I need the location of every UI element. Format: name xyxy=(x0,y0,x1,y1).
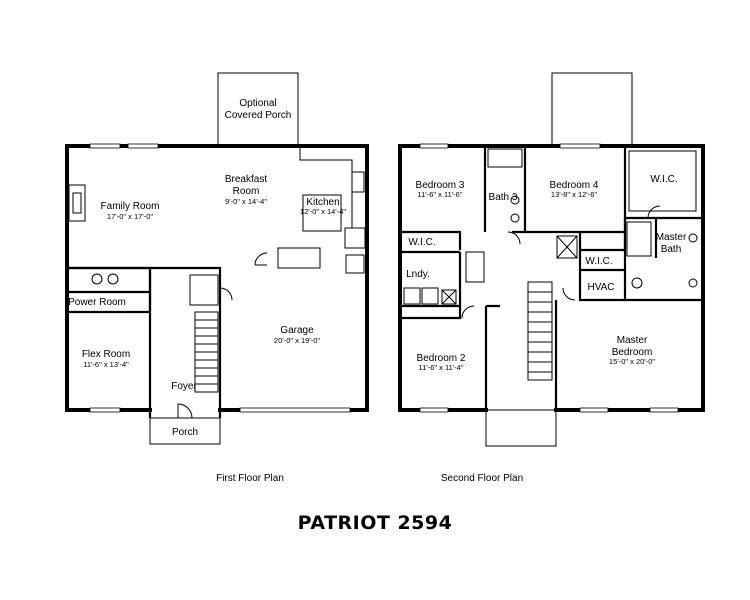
refrigerator xyxy=(344,227,366,249)
breakfast-room-label-2: Room xyxy=(233,186,260,197)
bedroom-3-dim: 11'-6" x 11'-6" xyxy=(417,190,462,199)
kitchen-island xyxy=(302,194,342,232)
linen-closet xyxy=(556,235,578,259)
washer xyxy=(403,287,421,305)
power-room-toilet xyxy=(91,273,103,285)
first-floor-plan xyxy=(65,72,369,445)
door-swing xyxy=(507,231,521,245)
stair-treads xyxy=(195,319,218,385)
second-floor-stair-treads xyxy=(528,291,552,373)
kitchen-dim: 12'-0" x 14'-4" xyxy=(300,207,346,216)
bedroom-3-walls xyxy=(400,146,487,250)
bedroom-2-walls xyxy=(400,306,488,410)
master-bath-sink xyxy=(688,233,698,243)
bath-3-sink xyxy=(510,195,520,205)
foyer-label: Foyer xyxy=(171,381,197,392)
master-bath-sink xyxy=(688,278,698,288)
window xyxy=(559,143,601,149)
bath-3-sink xyxy=(510,213,520,223)
bedroom-2-dim: 11'-6" x 11'-4" xyxy=(418,363,463,372)
door-swing xyxy=(461,305,475,319)
linen-closet-x xyxy=(556,235,578,259)
power-room-label: Power Room xyxy=(68,297,126,308)
bedroom-4-dim: 13'-8" x 12'-6" xyxy=(551,190,597,199)
fireplace xyxy=(68,184,86,222)
laundry-sink xyxy=(441,289,457,305)
master-bedroom-label-1: Master xyxy=(617,335,648,346)
optional-porch-label-1: Optional xyxy=(239,98,276,109)
bedroom-4-label: Bedroom 4 xyxy=(550,180,599,191)
porch-label: Porch xyxy=(172,427,198,438)
bedroom-2-label: Bedroom 2 xyxy=(417,353,466,364)
flex-room-walls xyxy=(67,266,152,410)
power-room-sink xyxy=(107,273,119,285)
family-room-label: Family Room xyxy=(101,201,160,212)
fireplace-box xyxy=(72,192,82,214)
master-bath-label-1: Master xyxy=(656,232,687,243)
power-room-walls xyxy=(67,268,152,314)
master-wic-label: W.I.C. xyxy=(650,174,677,185)
bath-3-label: Bath 3 xyxy=(489,192,518,203)
window xyxy=(419,407,449,413)
second-floor-stair xyxy=(527,281,553,381)
hall-linen xyxy=(465,251,485,283)
master-shower xyxy=(626,221,652,257)
door-swing xyxy=(177,403,193,419)
bedroom-4-wic-label: W.I.C. xyxy=(585,256,612,267)
garage-label: Garage xyxy=(280,325,314,336)
master-wic-shelf xyxy=(628,150,697,212)
window xyxy=(127,143,159,149)
foyer-walls xyxy=(148,410,222,418)
first-floor-caption: First Floor Plan xyxy=(216,473,284,484)
window xyxy=(579,407,609,413)
bedroom-3-wic-label: W.I.C. xyxy=(408,237,435,248)
hall-walls xyxy=(486,300,558,410)
window xyxy=(89,143,121,149)
window xyxy=(419,143,449,149)
bathtub xyxy=(487,148,523,168)
master-bath-label-2: Bath xyxy=(661,244,682,255)
garage-dim: 20'-0" x 19'-0" xyxy=(274,336,320,345)
second-floor-exterior-walls xyxy=(398,144,705,412)
plan-title: PATRIOT 2594 xyxy=(298,512,453,534)
door-swing xyxy=(219,287,233,301)
family-room-bottom-wall xyxy=(67,266,222,410)
master-bedroom-dim: 15'-0" x 20'-0" xyxy=(609,357,655,366)
flex-room-dim: 11'-6" x 13'-4" xyxy=(83,360,129,369)
laundry-sink-x xyxy=(441,289,457,305)
door-swing xyxy=(647,205,661,219)
door-swing xyxy=(562,287,576,301)
window xyxy=(89,407,121,413)
hvac-walls xyxy=(578,270,625,302)
second-floor-lower-roof-outline xyxy=(485,409,557,447)
flex-room-label: Flex Room xyxy=(82,349,130,360)
pantry-box xyxy=(277,247,321,269)
family-room-dim: 17'-0" x 17'-0" xyxy=(107,212,153,221)
kitchen-sink xyxy=(351,171,365,193)
dryer xyxy=(421,287,439,305)
hvac-label: HVAC xyxy=(587,282,614,293)
second-floor-plan xyxy=(398,72,705,447)
front-porch-outline xyxy=(149,417,221,445)
master-bath-toilet xyxy=(631,277,643,289)
breakfast-room-label-1: Breakfast xyxy=(225,174,267,185)
second-floor-caption: Second Floor Plan xyxy=(441,473,523,484)
bedroom-3-label: Bedroom 3 xyxy=(416,180,465,191)
water-heater xyxy=(345,254,365,274)
window xyxy=(649,407,679,413)
kitchen-label: Kitchen xyxy=(306,197,339,208)
master-bedroom-label-2: Bedroom xyxy=(612,347,653,358)
second-floor-roof-outline xyxy=(551,72,633,147)
optional-porch-label-2: Covered Porch xyxy=(225,110,292,121)
window xyxy=(239,407,351,413)
stair-closet xyxy=(189,274,219,306)
laundry-label: Lndy. xyxy=(406,269,430,280)
breakfast-room-dim: 9'-0" x 14'-4" xyxy=(225,197,267,206)
door-swing xyxy=(254,252,268,266)
